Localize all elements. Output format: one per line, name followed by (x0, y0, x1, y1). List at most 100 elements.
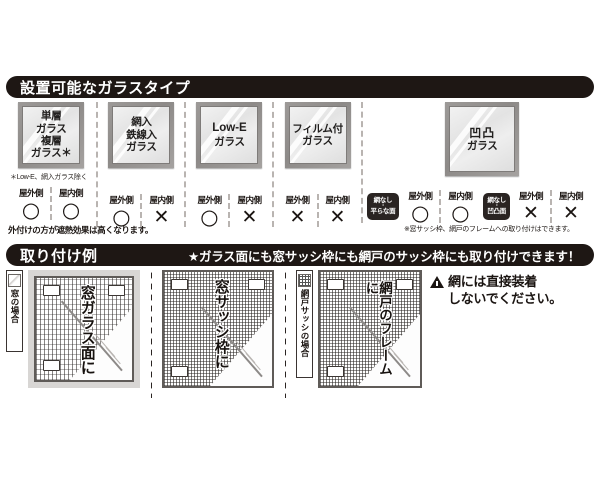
warning-triangle-icon (430, 276, 444, 288)
install-example-screen-frame: 網戸サッシの場合 網戸のフレームに 網には直接装着 (296, 270, 562, 388)
side-mark-symbol: ✕ (153, 206, 170, 228)
install-example-window-sash: 窓サッシ枠に (162, 270, 274, 388)
screen-mesh-icon (298, 274, 311, 287)
badge-bottom-text: 凹凸面 (487, 208, 506, 215)
badge-uneven-surface: 網なし ・ 凹凸面 (483, 192, 510, 221)
glass-card-film: フィルム付 ガラス 屋外側 ✕ 屋内側 ✕ (272, 102, 360, 227)
clip-icon (248, 279, 265, 290)
glass-label-line: Low-E (212, 122, 247, 135)
clip-icon (327, 366, 344, 377)
install-tag-window-case: 窓の場合 (6, 270, 23, 352)
glass-sheet-icon (8, 274, 21, 287)
side-mark-outdoor: 屋外側 ✕ (512, 190, 550, 223)
install-section-header: 取り付け例 ★ガラス面にも窓サッシ枠にも網戸のサッシ枠にも取り付けできます！ (6, 244, 594, 266)
install-example-label: 網戸のフレームに (363, 281, 393, 376)
glass-card-uneven: 凹凸 ガラス 網なし ・ 平らな面 屋外側 (360, 102, 594, 225)
side-mark-indoor: 屋内側 ✕ (549, 190, 590, 224)
glass-label-line: ガラス (126, 141, 157, 154)
glass-label-line: ガラス (302, 135, 333, 147)
glass-section-title: 設置可能なガラスタイプ (20, 79, 191, 97)
side-mark-label: 屋外側 (109, 195, 134, 205)
side-mark-symbol: ○ (112, 205, 131, 229)
glass-pane-illustration: Low-E ガラス (196, 102, 263, 168)
glass-type-row: 単層 ガラス 複層 ガラス＊ ＊Low-E、網入ガラス除く 屋外側 ○ 屋内側 (6, 102, 594, 234)
side-mark-label: 屋内側 (448, 191, 473, 201)
glass-pane-illustration: 網入 鉄線入 ガラス (108, 102, 175, 168)
glass-section-header: 設置可能なガラスタイプ (6, 76, 594, 98)
side-mark-label: 屋内側 (237, 195, 262, 205)
side-mark-indoor: 屋内側 ✕ (228, 194, 268, 227)
side-mark-indoor: 屋内側 ✕ (316, 194, 357, 228)
warning-text-line1: 網には直接装着 (448, 274, 537, 289)
side-mark-outdoor: 屋外側 ○ (12, 187, 50, 221)
install-banner-text: ★ガラス面にも窓サッシ枠にも網戸のサッシ枠にも取り付けできます！ (187, 249, 580, 264)
side-marks: 屋外側 ○ 屋内側 ○ (401, 190, 479, 225)
side-mark-indoor: 屋内側 ✕ (140, 194, 180, 227)
side-mark-outdoor: 屋外側 ○ (190, 194, 228, 229)
side-mark-symbol: ✕ (329, 206, 346, 228)
badge-flat-surface: 網なし ・ 平らな面 (366, 192, 400, 221)
glass-card-wired: 網入 鉄線入 ガラス 屋外側 ○ 屋内側 ✕ (96, 102, 184, 229)
side-mark-label: 屋外側 (19, 188, 44, 198)
glass-pane-illustration: 単層 ガラス 複層 ガラス＊ (18, 102, 85, 168)
side-mark-symbol: ✕ (563, 202, 579, 224)
glass-label-line: 凹凸 (469, 125, 496, 140)
side-mark-symbol: ✕ (523, 202, 539, 224)
clip-icon (108, 285, 125, 296)
glass-footnote: ＊Low-E、網入ガラス除く (10, 174, 88, 181)
side-marks: 屋外側 ○ 屋内側 ○ (12, 187, 90, 222)
side-marks: 屋外側 ○ 屋内側 ✕ (102, 194, 180, 229)
side-mark-label: 屋外側 (285, 195, 310, 205)
badge-dot: ・ (380, 203, 386, 209)
side-mark-symbol: ✕ (289, 206, 306, 228)
side-mark-indoor: 屋内側 ○ (439, 190, 479, 224)
badge-dot: ・ (494, 203, 500, 209)
clip-icon (43, 360, 60, 371)
glass-label-line: 複層 (41, 135, 62, 147)
side-mark-label: 屋内側 (59, 188, 84, 198)
side-mark-outdoor: 屋外側 ○ (102, 194, 140, 229)
side-mark-label: 屋内側 (558, 191, 584, 201)
side-mark-label: 屋外側 (197, 195, 222, 205)
badge-bottom-text: 平らな面 (370, 208, 396, 215)
badge-top-text: 網なし (487, 196, 506, 204)
install-tag-label: 網戸サッシの場合 (299, 289, 310, 357)
window-illustration: 窓ガラス面に (28, 270, 140, 388)
install-example-window-glass: 窓の場合 窓ガラス面に (6, 270, 140, 388)
install-example-label: 窓サッシ枠に (212, 279, 230, 369)
glass-label-line: 網入 (131, 116, 152, 129)
install-example-label: 窓ガラス面に (78, 285, 96, 375)
glass-sash-frame-note: ※窓サッシ枠、網戸のフレームへの取り付けはできます。 (404, 226, 574, 233)
glass-label-line: ガラス (36, 122, 67, 135)
side-marks: 屋外側 ✕ 屋内側 ✕ (278, 194, 356, 227)
glass-label-line: フィルム付 (292, 122, 343, 135)
window-illustration: 窓サッシ枠に (162, 270, 274, 388)
side-mark-label: 屋内側 (149, 195, 174, 205)
glass-pane-illustration: フィルム付 ガラス (284, 102, 351, 168)
side-mark-symbol: ✕ (241, 206, 258, 228)
side-mark-indoor: 屋内側 ○ (50, 187, 90, 222)
side-mark-label: 屋内側 (325, 195, 351, 205)
side-mark-label: 屋外側 (408, 191, 433, 201)
side-mark-symbol: ○ (61, 198, 81, 222)
glass-label-line: ガラス (214, 135, 245, 148)
glass-pane-illustration: 凹凸 ガラス (445, 102, 520, 176)
clip-icon (171, 279, 188, 290)
glass-label-line: 単層 (41, 110, 62, 123)
side-mark-symbol: ○ (200, 205, 219, 229)
side-mark-symbol: ○ (411, 201, 430, 225)
clip-icon (327, 279, 344, 290)
side-marks: 屋外側 ○ 屋内側 ✕ (190, 194, 268, 229)
warning-text-line2: しないでください。 (448, 290, 562, 306)
install-section-title: 取り付け例 (20, 247, 98, 265)
glass-label-line: 鉄線入 (126, 128, 157, 141)
badge-top-text: 網なし (373, 196, 393, 204)
side-mark-label: 屋外側 (518, 191, 544, 201)
side-mark-outdoor: 屋外側 ○ (401, 190, 439, 225)
glass-card-lowe: Low-E ガラス 屋外側 ○ 屋内側 ✕ (184, 102, 272, 229)
install-tag-screen-case: 網戸サッシの場合 (296, 270, 313, 378)
clip-icon (396, 279, 413, 290)
dotted-separator (150, 270, 152, 398)
install-tag-label: 窓の場合 (9, 289, 20, 323)
